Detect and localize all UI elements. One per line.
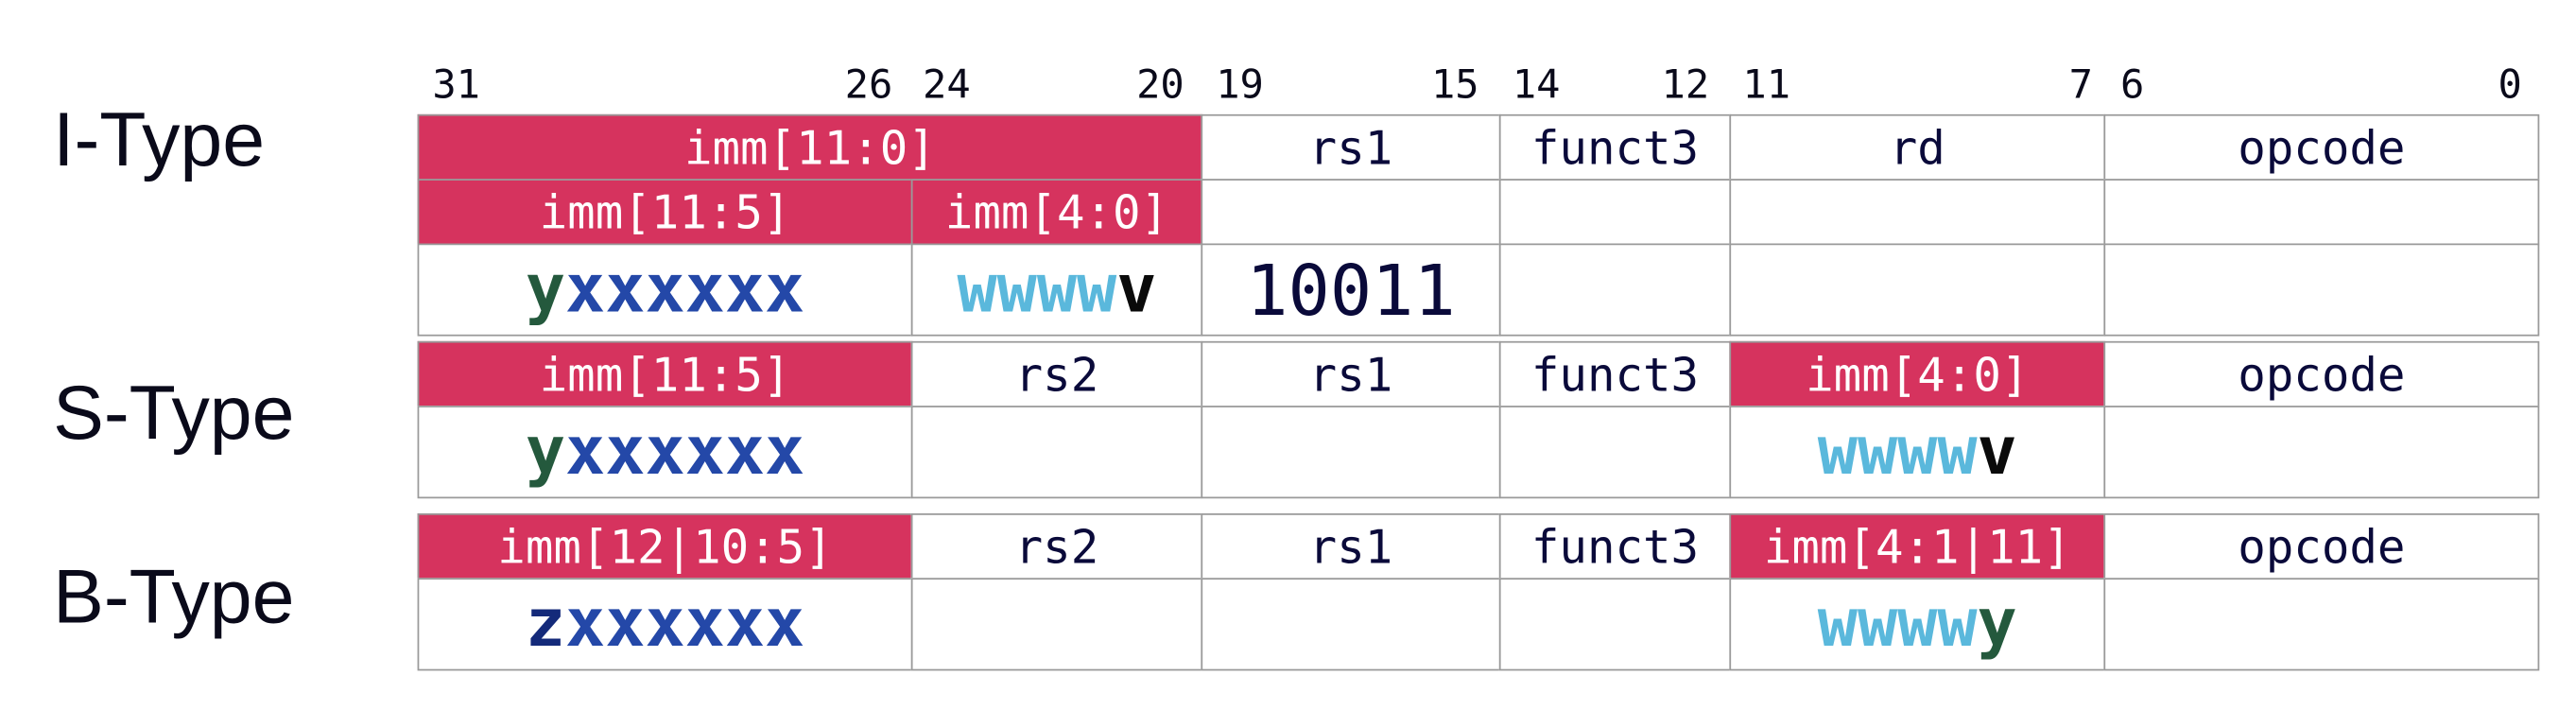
i-type-empty-cell xyxy=(1201,179,1501,246)
bit-number-12: 12 xyxy=(1661,61,1710,108)
bit-number-31: 31 xyxy=(432,61,481,108)
bit-y: y xyxy=(525,251,566,328)
b-type-empty-cell xyxy=(1201,578,1501,671)
bit-number-24: 24 xyxy=(923,61,971,108)
b-type-funct3-field: funct3 xyxy=(1498,513,1732,580)
bit-y: y xyxy=(1977,586,2017,663)
bit-v: v xyxy=(1116,251,1157,328)
s-type-imm-4-0-field: imm[4:0] xyxy=(1729,340,2106,407)
i-type-empty-cell xyxy=(2103,243,2540,337)
bits-x: xxxxxx xyxy=(565,251,805,328)
bit-number-19: 19 xyxy=(1216,61,1264,108)
b-type-empty-cell xyxy=(2103,578,2540,671)
s-type-opcode-field: opcode xyxy=(2103,340,2540,407)
s-type-empty-cell xyxy=(1498,406,1732,499)
i-type-rs1-field: rs1 xyxy=(1201,113,1501,181)
b-type-label: B-Type xyxy=(53,553,295,640)
bits-w: wwww xyxy=(957,251,1117,328)
bit-number-7: 7 xyxy=(2068,61,2093,108)
bit-number-0: 0 xyxy=(2498,61,2522,108)
b-type-empty-cell xyxy=(910,578,1203,671)
bit-number-14: 14 xyxy=(1512,61,1561,108)
s-type-label: S-Type xyxy=(53,369,295,456)
s-type-funct3-field: funct3 xyxy=(1498,340,1732,407)
i-type-empty-cell xyxy=(1498,179,1732,246)
b-type-rs1-field: rs1 xyxy=(1201,513,1501,580)
s-type-empty-cell xyxy=(910,406,1203,499)
i-type-label: I-Type xyxy=(53,95,266,182)
b-type-opcode-field: opcode xyxy=(2103,513,2540,580)
i-type-imm-4-0-field: imm[4:0] xyxy=(910,179,1203,246)
s-type-imm-11-5-field: imm[11:5] xyxy=(417,340,913,407)
i-type-empty-cell xyxy=(2103,179,2540,246)
bit-v: v xyxy=(1977,413,2017,491)
i-type-rs1-value: 10011 xyxy=(1201,243,1501,337)
b-type-imm-4-1-11-field: imm[4:1|11] xyxy=(1729,513,2106,580)
s-type-rs1-field: rs1 xyxy=(1201,340,1501,407)
s-type-empty-cell xyxy=(1201,406,1501,499)
bits-x: xxxxxx xyxy=(565,413,805,491)
i-type-empty-cell xyxy=(1498,243,1732,337)
i-type-rd-field: rd xyxy=(1729,113,2106,181)
b-type-empty-cell xyxy=(1498,578,1732,671)
b-type-imm-12-10-5-field: imm[12|10:5] xyxy=(417,513,913,580)
s-type-rs2-field: rs2 xyxy=(910,340,1203,407)
i-type-imm-11-5-field: imm[11:5] xyxy=(417,179,913,246)
bit-number-26: 26 xyxy=(844,61,893,108)
i-type-funct3-field: funct3 xyxy=(1498,113,1732,181)
bit-number-15: 15 xyxy=(1430,61,1479,108)
s-type-empty-cell xyxy=(2103,406,2540,499)
bit-number-6: 6 xyxy=(2119,61,2145,108)
i-type-empty-cell xyxy=(1729,243,2106,337)
bit-number-20: 20 xyxy=(1136,61,1184,108)
bits-x: xxxxxx xyxy=(565,586,805,663)
bits-w: wwww xyxy=(1817,586,1978,663)
bits-w: wwww xyxy=(1817,413,1978,491)
b-type-rs2-field: rs2 xyxy=(910,513,1203,580)
bit-number-11: 11 xyxy=(1742,61,1791,108)
i-type-opcode-field: opcode xyxy=(2103,113,2540,181)
bit-y: y xyxy=(525,413,566,491)
bit-z: z xyxy=(525,586,566,663)
i-type-imm-11-0-field: imm[11:0] xyxy=(417,113,1203,181)
i-type-empty-cell xyxy=(1729,179,2106,246)
